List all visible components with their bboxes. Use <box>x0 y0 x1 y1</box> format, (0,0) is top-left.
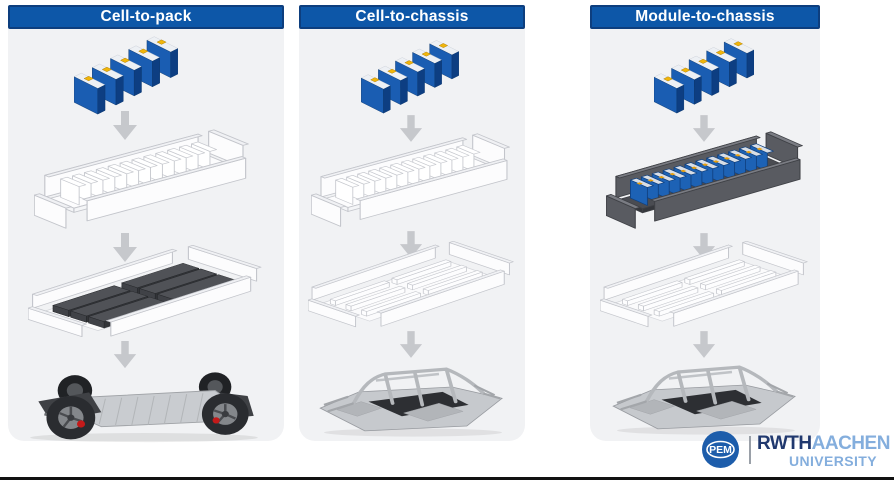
panel-module-to-chassis: Module-to-chassis <box>590 5 820 441</box>
skateboard-chassis-icon <box>16 367 272 443</box>
bottom-rule <box>0 477 894 480</box>
panel-title: Cell-to-pack <box>100 8 192 25</box>
battery-cells-icon <box>654 35 754 114</box>
panel-cell-to-pack: Cell-to-pack <box>8 5 284 443</box>
rwth-aachen-line: RWTHAACHEN <box>757 433 890 454</box>
down-arrow-icon <box>692 331 716 359</box>
down-arrow-icon <box>399 331 423 359</box>
pem-logo: PEM <box>702 431 739 468</box>
solid-battery-module-icon <box>606 131 804 231</box>
panel-header: Cell-to-pack <box>8 5 284 29</box>
panel-title: Cell-to-chassis <box>355 8 469 25</box>
body-in-white-chassis-icon <box>604 359 808 437</box>
pack-with-modules-icon <box>28 245 264 339</box>
panel-header: Cell-to-chassis <box>299 5 525 29</box>
body-in-white-chassis-icon <box>311 361 515 439</box>
open-cell-module-icon <box>311 133 511 229</box>
panel-title: Module-to-chassis <box>635 8 775 25</box>
university-label: UNIVERSITY <box>788 453 877 469</box>
panel-cell-to-chassis: Cell-to-chassis <box>299 5 525 441</box>
panel-header: Module-to-chassis <box>590 5 820 29</box>
rwth-label: RWTH <box>757 433 812 454</box>
chassis-frame-icon <box>600 241 810 329</box>
logo-separator <box>749 436 751 464</box>
battery-cells-icon <box>74 33 178 115</box>
chassis-frame-icon <box>308 241 516 329</box>
rwth-wordmark: RWTHAACHEN UNIVERSITY <box>757 433 890 469</box>
battery-cells-icon <box>361 37 459 114</box>
down-arrow-icon <box>112 341 138 369</box>
pem-logo-text: PEM <box>709 444 732 456</box>
open-cell-module-icon <box>34 129 250 231</box>
aachen-label: AACHEN <box>811 433 891 454</box>
